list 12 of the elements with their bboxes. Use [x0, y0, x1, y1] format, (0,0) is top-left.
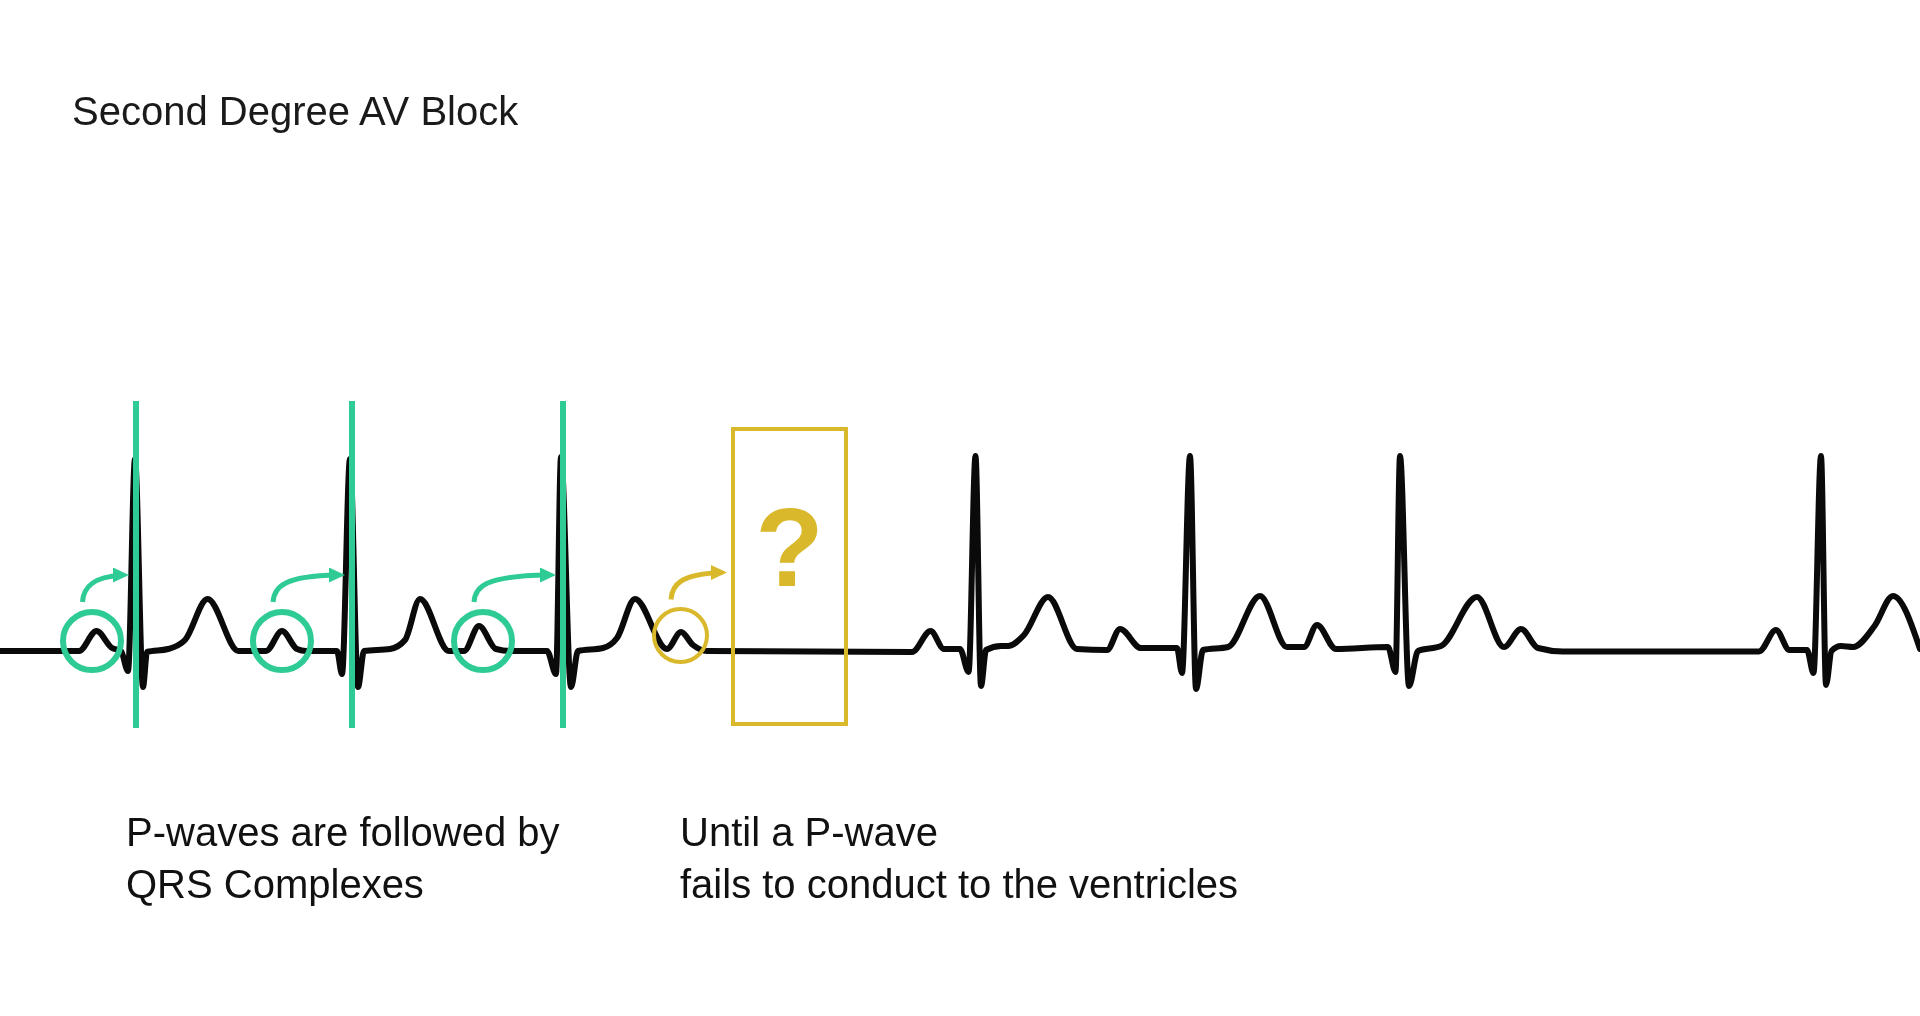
annotation-text: P-waves are followed by QRS Complexes: [126, 809, 561, 908]
title: Second Degree AV Block: [72, 91, 519, 131]
annotation-text: fails to conduct to the ventricles: [680, 861, 1239, 908]
highlight-circle: [250, 609, 314, 673]
question-mark: ?: [755, 492, 824, 604]
highlight-circle: [451, 609, 515, 673]
highlight-circle: [651, 606, 709, 664]
annotation-text: Until a P-wave: [680, 809, 938, 856]
highlight-frame: [731, 427, 848, 726]
highlight-circle: [59, 609, 124, 673]
curved-arrow: [471, 567, 557, 603]
curved-arrow: [668, 565, 728, 600]
